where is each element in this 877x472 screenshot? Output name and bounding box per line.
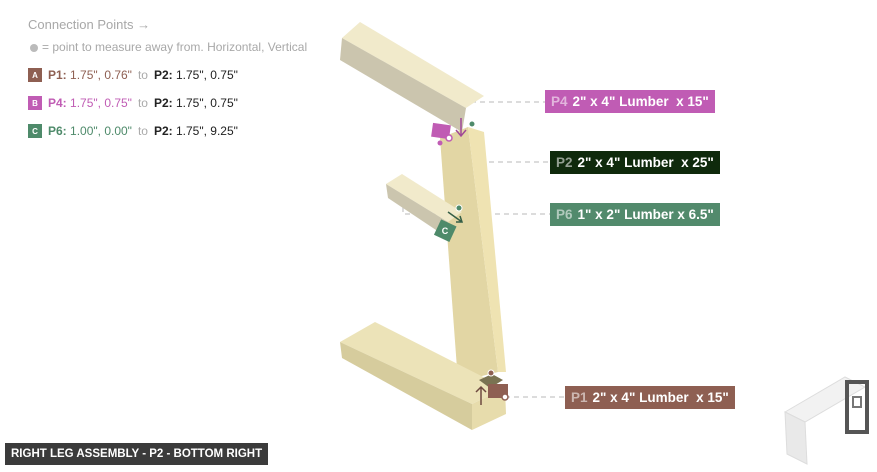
from-value: 1.75", 0.75" xyxy=(70,96,132,110)
board-p1 xyxy=(340,322,506,430)
to-value: 1.75", 9.25" xyxy=(175,124,238,138)
part-desc: 2" x 4" Lumber x 15" xyxy=(572,94,709,109)
part-label-p4: P4 2" x 4" Lumber x 15" xyxy=(545,90,715,113)
part-id: P6 xyxy=(556,207,573,222)
to-part: P2: xyxy=(153,68,173,82)
badge-a: A xyxy=(28,68,42,82)
board-p6 xyxy=(386,174,462,238)
to-value: 1.75", 0.75" xyxy=(175,96,238,110)
board-p2 xyxy=(440,127,506,382)
to-word: to xyxy=(137,96,148,110)
part-id: P1 xyxy=(571,390,588,405)
part-id: P2 xyxy=(556,155,573,170)
badge-b: B xyxy=(28,96,42,110)
to-word: to xyxy=(137,68,148,82)
legend-note-text: = point to measure away from. Horizontal… xyxy=(42,40,308,54)
from-value: 1.00", 0.00" xyxy=(70,124,132,138)
connection-c: C P6: 1.00", 0.00" to P2: 1.75", 9.25" xyxy=(28,124,238,138)
connector-b xyxy=(431,118,476,146)
part-desc: 2" x 4" Lumber x 25" xyxy=(577,155,714,170)
svg-text:C: C xyxy=(442,226,449,236)
part-label-p1: P1 2" x 4" Lumber x 15" xyxy=(565,386,735,409)
from-part: P1: xyxy=(48,68,67,82)
to-part: P2: xyxy=(153,96,173,110)
from-value: 1.75", 0.76" xyxy=(70,68,132,82)
connector-c: C xyxy=(433,204,464,242)
assembly-preview-icon xyxy=(783,376,869,465)
connection-a: A P1: 1.75", 0.76" to P2: 1.75", 0.75" xyxy=(28,68,238,82)
from-part: P4: xyxy=(48,96,67,110)
badge-c: C xyxy=(28,124,42,138)
part-label-p6: P6 1" x 2" Lumber x 6.5" xyxy=(550,203,720,226)
view-caption: RIGHT LEG ASSEMBLY - P2 - BOTTOM RIGHT xyxy=(5,443,269,465)
board-p4 xyxy=(340,22,484,132)
legend-title: Connection Points → xyxy=(28,17,151,32)
point-dot-icon xyxy=(30,43,38,52)
legend-note: = point to measure away from. Horizontal… xyxy=(30,40,307,54)
from-part: P6: xyxy=(48,124,67,138)
part-id: P4 xyxy=(551,94,568,109)
part-desc: 1" x 2" Lumber x 6.5" xyxy=(577,207,714,222)
connection-b: B P4: 1.75", 0.75" to P2: 1.75", 0.75" xyxy=(28,96,238,110)
to-word: to xyxy=(137,124,148,138)
to-value: 1.75", 0.75" xyxy=(175,68,238,82)
connector-a xyxy=(475,369,509,405)
part-label-p2: P2 2" x 4" Lumber x 25" xyxy=(550,151,720,174)
part-desc: 2" x 4" Lumber x 15" xyxy=(592,390,729,405)
to-part: P2: xyxy=(153,124,173,138)
